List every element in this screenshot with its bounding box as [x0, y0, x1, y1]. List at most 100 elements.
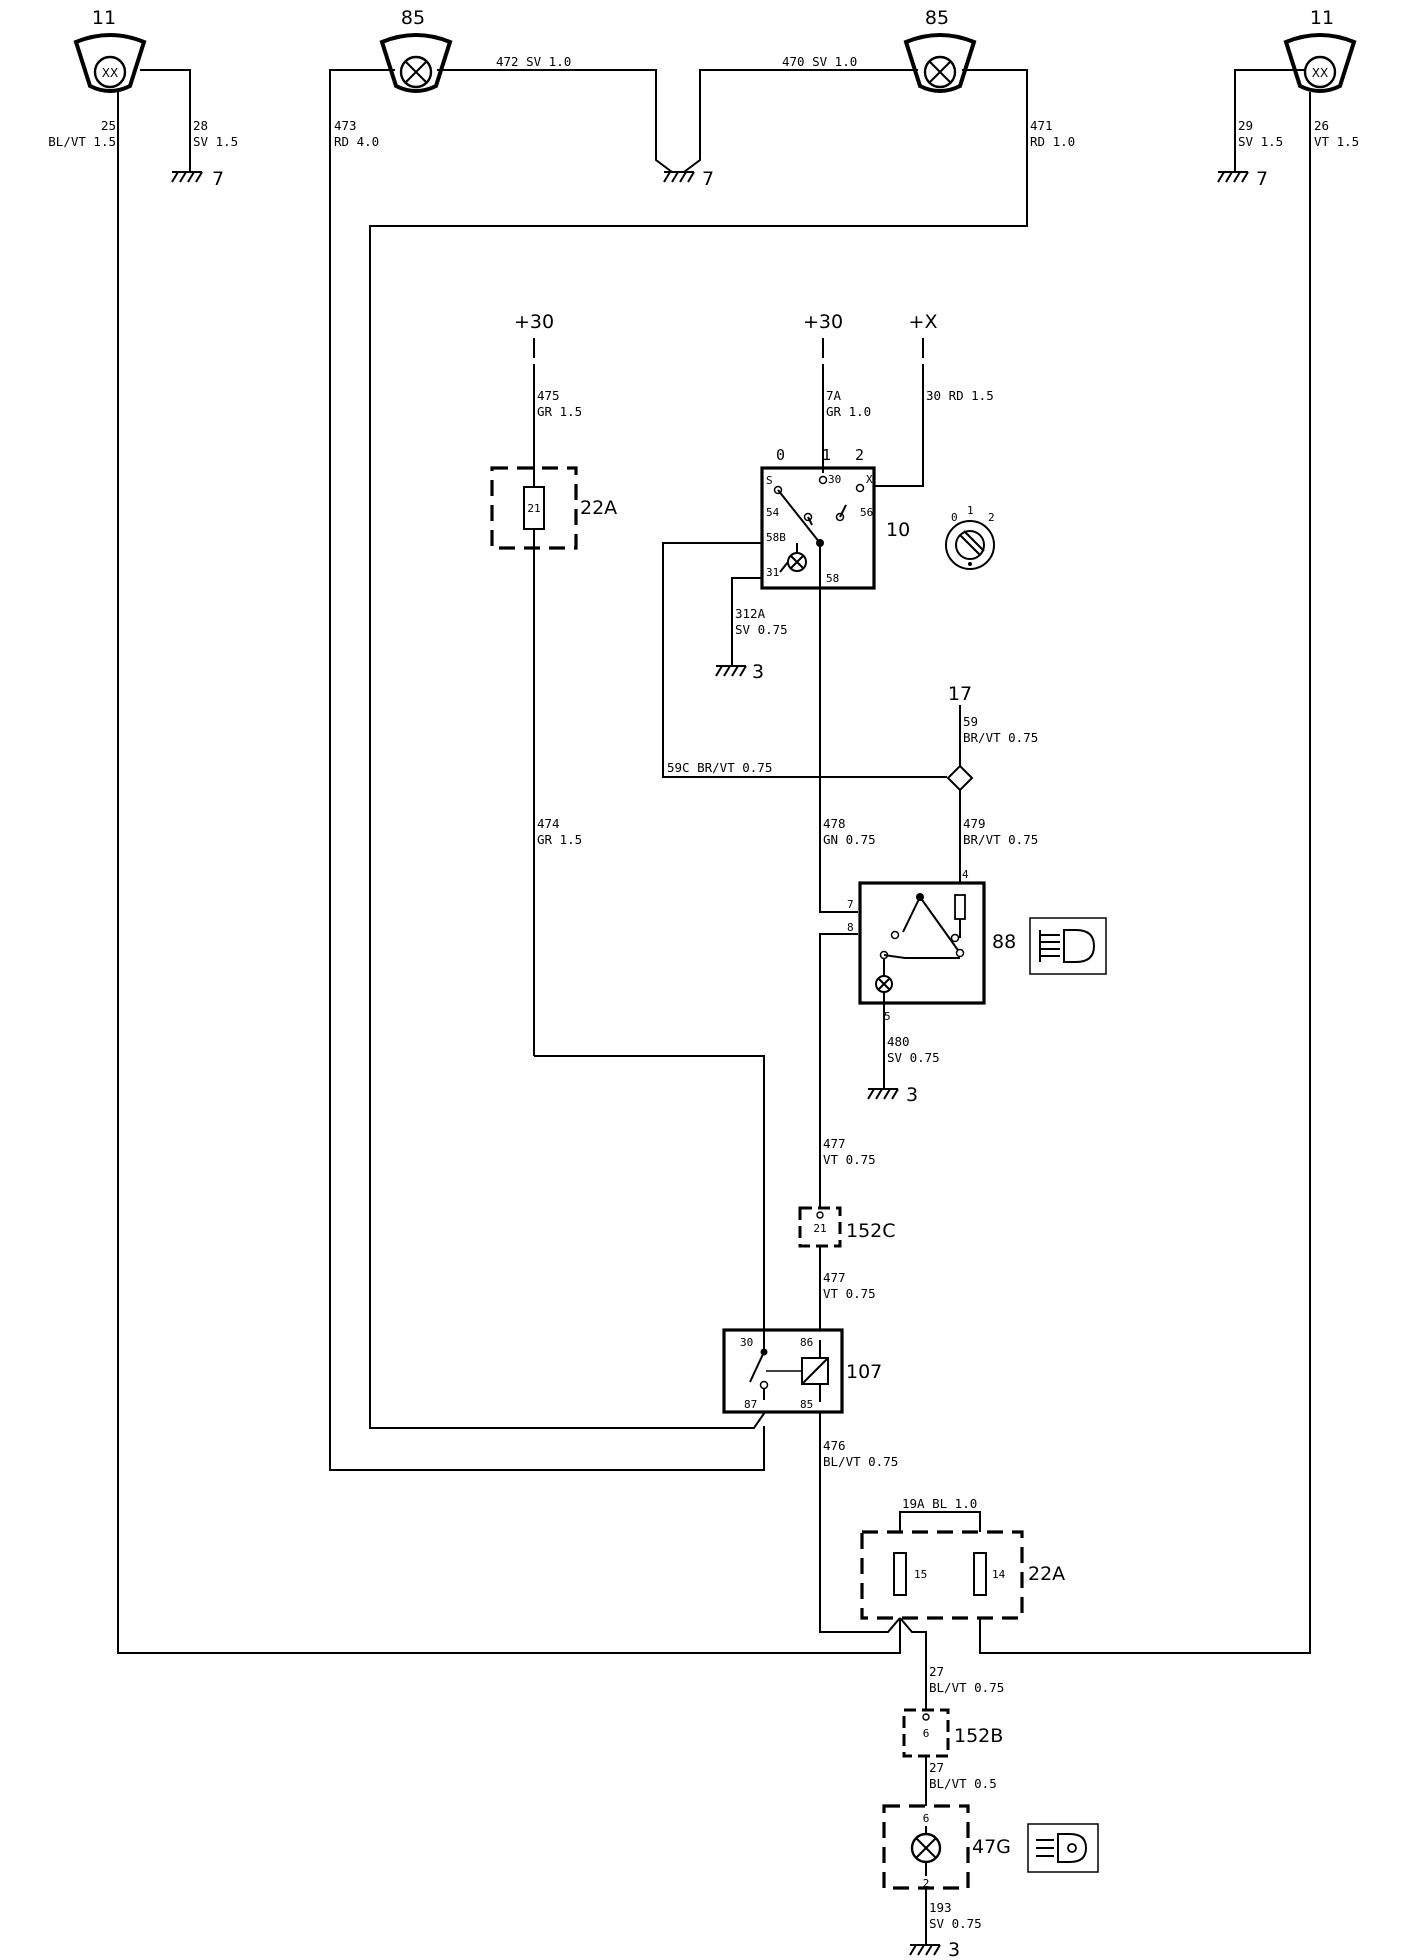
- lamp-85-right: 85: [903, 7, 977, 93]
- svg-text:3: 3: [948, 1939, 960, 1960]
- svg-text:8: 8: [847, 921, 854, 934]
- supply-30-mid: +30: [803, 311, 843, 333]
- svg-text:59: 59: [963, 714, 978, 729]
- ground-icon: 7: [1217, 168, 1268, 190]
- svg-text:58: 58: [826, 572, 839, 585]
- svg-text:88: 88: [992, 931, 1016, 953]
- svg-text:BR/VT 0.75: BR/VT 0.75: [963, 832, 1038, 847]
- ground-icon: 3: [715, 661, 764, 683]
- lamp-85-left-label: 85: [401, 7, 425, 29]
- svg-text:6: 6: [923, 1727, 930, 1740]
- headlamp-icon: [1029, 917, 1107, 975]
- svg-text:477: 477: [823, 1136, 846, 1151]
- svg-text:7: 7: [212, 168, 224, 190]
- svg-text:87: 87: [744, 1398, 757, 1411]
- svg-text:SV 0.75: SV 0.75: [887, 1050, 940, 1065]
- svg-text:5: 5: [884, 1010, 891, 1023]
- svg-text:56: 56: [860, 506, 873, 519]
- svg-text:478: 478: [823, 816, 846, 831]
- svg-text:VT 0.75: VT 0.75: [823, 1152, 876, 1167]
- svg-text:7: 7: [1256, 168, 1268, 190]
- light-switch-10: 0 1 2 S 30 X 54 56 58B 31 58 10: [760, 446, 910, 590]
- svg-text:475: 475: [537, 388, 560, 403]
- svg-text:X: X: [866, 473, 873, 486]
- svg-text:14: 14: [992, 1568, 1006, 1581]
- lamp-11-left-label: 11: [92, 7, 116, 29]
- svg-text:SV 1.5: SV 1.5: [193, 134, 238, 149]
- svg-text:22A: 22A: [1028, 1563, 1065, 1585]
- splice-node: [946, 764, 974, 792]
- bulb-icon: [1303, 55, 1337, 89]
- lamp-11-right: 11 XX: [1283, 7, 1357, 93]
- bulb-icon: [93, 55, 127, 89]
- svg-text:GR 1.5: GR 1.5: [537, 832, 582, 847]
- svg-text:86: 86: [800, 1336, 813, 1349]
- svg-text:28: 28: [193, 118, 208, 133]
- svg-text:27: 27: [929, 1760, 944, 1775]
- svg-text:GR 1.0: GR 1.0: [826, 404, 871, 419]
- svg-text:0: 0: [951, 511, 958, 524]
- svg-text:30: 30: [740, 1336, 753, 1349]
- svg-text:BL/VT 0.75: BL/VT 0.75: [929, 1680, 1004, 1695]
- svg-text:GR 1.5: GR 1.5: [537, 404, 582, 419]
- lamp-85-left: 85: [379, 7, 453, 93]
- svg-text:S: S: [766, 474, 773, 487]
- lamp-11-left: 11 XX: [73, 7, 147, 93]
- svg-text:BL/VT 1.5: BL/VT 1.5: [48, 134, 116, 149]
- svg-text:30: 30: [828, 473, 841, 486]
- svg-text:30 RD 1.5: 30 RD 1.5: [926, 388, 994, 403]
- svg-text:SV 0.75: SV 0.75: [929, 1916, 982, 1931]
- svg-text:21: 21: [527, 502, 540, 515]
- svg-text:GN 0.75: GN 0.75: [823, 832, 876, 847]
- svg-text:VT 0.75: VT 0.75: [823, 1286, 876, 1301]
- supply-x: +X: [909, 311, 938, 333]
- svg-text:3: 3: [906, 1084, 918, 1106]
- fuse-box-22a-bottom: 15 14 22A: [860, 1530, 1065, 1620]
- svg-text:15: 15: [914, 1568, 927, 1581]
- foglamp-icon: [1027, 1823, 1099, 1873]
- svg-text:471: 471: [1030, 118, 1053, 133]
- svg-text:31: 31: [766, 566, 779, 579]
- svg-text:21: 21: [813, 1222, 826, 1235]
- foglamp-47g: 6 2 47G: [882, 1804, 1011, 1920]
- svg-text:4: 4: [962, 868, 969, 881]
- svg-text:476: 476: [823, 1438, 846, 1453]
- ground-icon: 7: [663, 168, 714, 190]
- svg-text:312A: 312A: [735, 606, 766, 621]
- lamp-xx-label: XX: [102, 66, 118, 80]
- svg-text:SV 0.75: SV 0.75: [735, 622, 788, 637]
- svg-text:BL/VT 0.75: BL/VT 0.75: [823, 1454, 898, 1469]
- svg-text:7: 7: [702, 168, 714, 190]
- svg-text:26: 26: [1314, 118, 1329, 133]
- dimmer-ref-17: 17: [948, 683, 972, 705]
- svg-text:193: 193: [929, 1900, 952, 1915]
- svg-text:22A: 22A: [580, 497, 617, 519]
- svg-text:SV 1.5: SV 1.5: [1238, 134, 1283, 149]
- svg-text:54: 54: [766, 506, 780, 519]
- svg-text:152C: 152C: [846, 1220, 896, 1242]
- svg-text:1: 1: [822, 446, 831, 464]
- lamp-11-right-label: 11: [1310, 7, 1334, 29]
- svg-text:474: 474: [537, 816, 560, 831]
- relay-107: 30 86 87 85 107: [722, 1328, 882, 1414]
- ground-icon: 3: [909, 1939, 960, 1960]
- svg-text:59C BR/VT 0.75: 59C BR/VT 0.75: [667, 760, 772, 775]
- svg-text:47G: 47G: [972, 1836, 1011, 1858]
- svg-text:BR/VT 0.75: BR/VT 0.75: [963, 730, 1038, 745]
- svg-text:29: 29: [1238, 118, 1253, 133]
- svg-text:470 SV 1.0: 470 SV 1.0: [782, 54, 857, 69]
- fuse-icon: [523, 486, 545, 530]
- svg-text:0: 0: [776, 446, 785, 464]
- ground-icon: 7: [171, 168, 224, 190]
- connector-152b: 6 152B: [902, 1708, 1003, 1758]
- switch-knob-icon: 0 1 2: [945, 504, 995, 570]
- svg-text:85: 85: [800, 1398, 813, 1411]
- fuse-icon: [893, 1552, 907, 1596]
- svg-text:58B: 58B: [766, 531, 786, 544]
- svg-text:BL/VT 0.5: BL/VT 0.5: [929, 1776, 997, 1791]
- svg-text:RD 4.0: RD 4.0: [334, 134, 379, 149]
- svg-text:479: 479: [963, 816, 986, 831]
- ground-icon: 3: [867, 1084, 918, 1106]
- svg-text:107: 107: [846, 1361, 882, 1383]
